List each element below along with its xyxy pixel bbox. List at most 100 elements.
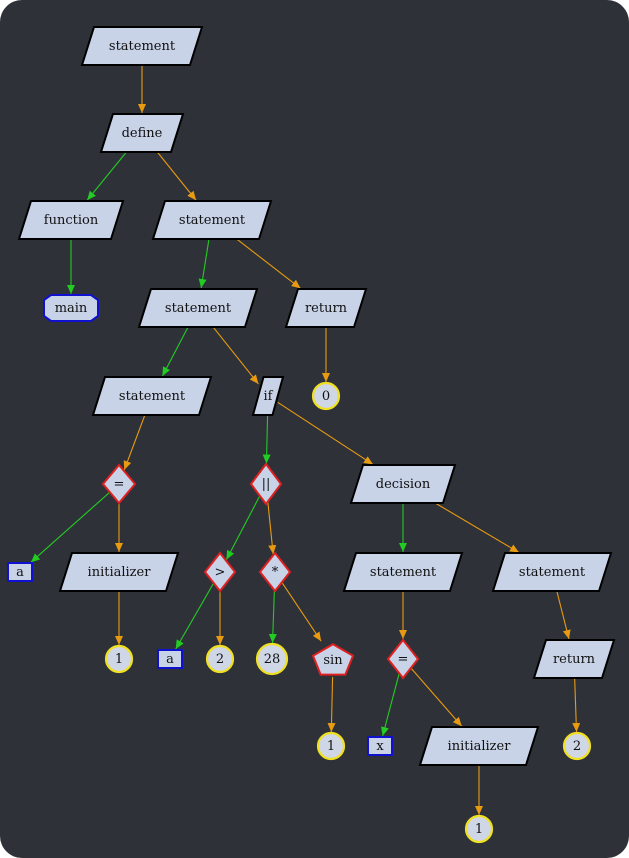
node-label-n6: return	[305, 301, 348, 316]
node-parallelogram-n6: return	[284, 288, 368, 328]
node-label-n20: a	[166, 652, 174, 667]
node-label-n8: if	[264, 389, 274, 404]
node-parallelogram-n7: statement	[91, 376, 213, 416]
edge-n16-n23	[281, 582, 322, 642]
node-shape-n25	[532, 639, 616, 679]
edge-n12-n18	[435, 503, 520, 553]
edge-n15-n20	[175, 583, 214, 650]
edge-n5-n8	[213, 327, 259, 385]
edge-n16-n22	[268, 591, 277, 644]
node-label-n2: function	[44, 213, 99, 228]
node-shape-n14	[58, 552, 180, 592]
edge-n5-n7	[161, 327, 189, 377]
node-label-n25: return	[553, 652, 596, 667]
node-label-n7: statement	[119, 389, 186, 404]
node-label-n23: sin	[323, 653, 343, 668]
node-circle-n26: 1	[316, 731, 346, 761]
node-shape-n2	[17, 200, 125, 240]
node-pentagon-n23: sin	[311, 643, 355, 676]
node-shape-n3	[151, 200, 273, 240]
node-label-n21: 2	[216, 652, 224, 667]
node-shape-n1	[99, 113, 185, 153]
node-label-n13: a	[16, 565, 24, 580]
nodes-layer: statement define function statement main stat…	[7, 26, 616, 844]
node-parallelogram-n3: statement	[151, 200, 273, 240]
node-shape-n4	[43, 294, 99, 322]
node-label-n12: decision	[376, 477, 431, 492]
edge-n3-n5	[198, 239, 210, 289]
node-shape-n8	[251, 376, 285, 416]
node-shape-n27	[367, 736, 393, 756]
edge-n1-n3	[157, 152, 197, 201]
node-diamond-n11: ||	[249, 462, 283, 506]
node-octagon-n4: main	[43, 294, 99, 322]
node-box-n27: x	[367, 736, 393, 756]
node-label-n22: 28	[264, 652, 281, 667]
node-parallelogram-n18: statement	[491, 552, 613, 592]
edge-n11-n16	[267, 502, 277, 555]
node-shape-n5	[137, 288, 259, 328]
edge-n8-n12	[277, 401, 374, 465]
node-circle-n30: 1	[464, 814, 494, 844]
node-label-n9: 0	[322, 389, 330, 404]
node-box-n20: a	[157, 649, 183, 669]
node-label-n0: statement	[109, 39, 176, 54]
node-label-n14: initializer	[88, 565, 152, 580]
edge-n8-n11	[262, 415, 271, 464]
node-parallelogram-n8: if	[251, 376, 285, 416]
node-shape-n6	[284, 288, 368, 328]
node-shape-n26	[316, 731, 346, 761]
node-label-n3: statement	[179, 213, 246, 228]
node-diamond-n10: =	[101, 463, 137, 505]
node-label-n30: 1	[475, 822, 483, 837]
node-diamond-n16: *	[258, 551, 292, 593]
node-parallelogram-n0: statement	[80, 26, 204, 66]
node-shape-n18	[491, 552, 613, 592]
node-label-n19: 1	[115, 652, 123, 667]
edge-n1-n2	[86, 152, 127, 201]
node-label-n18: statement	[519, 565, 586, 580]
node-parallelogram-n17: statement	[342, 552, 464, 592]
node-parallelogram-n1: define	[99, 113, 185, 153]
node-label-n29: 2	[573, 739, 581, 754]
node-shape-n30	[464, 814, 494, 844]
node-parallelogram-n14: initializer	[58, 552, 180, 592]
node-label-n16: *	[272, 565, 279, 580]
node-shape-n21	[205, 644, 235, 674]
node-shape-n10	[101, 463, 137, 505]
node-label-n24: =	[398, 652, 409, 667]
node-label-n11: ||	[262, 477, 271, 492]
node-shape-n0	[80, 26, 204, 66]
node-label-n17: statement	[370, 565, 437, 580]
node-circle-n9: 0	[311, 381, 341, 411]
node-circle-n29: 2	[562, 731, 592, 761]
node-shape-n13	[7, 562, 33, 582]
node-label-n28: initializer	[448, 739, 512, 754]
node-shape-n15	[203, 551, 237, 593]
node-parallelogram-n25: return	[532, 639, 616, 679]
node-parallelogram-n5: statement	[137, 288, 259, 328]
node-circle-n22: 28	[255, 642, 289, 676]
node-shape-n12	[349, 464, 457, 504]
node-label-n5: statement	[165, 301, 232, 316]
node-diamond-n15: >	[203, 551, 237, 593]
node-label-n4: main	[55, 301, 88, 316]
node-label-n15: >	[215, 565, 226, 580]
edge-n25-n29	[572, 678, 581, 733]
node-label-n1: define	[122, 126, 163, 141]
edge-n11-n15	[225, 496, 260, 560]
edge-n3-n6	[237, 239, 301, 289]
edge-n24-n28	[411, 668, 463, 727]
node-box-n13: a	[7, 562, 33, 582]
node-shape-n22	[255, 642, 289, 676]
node-parallelogram-n12: decision	[349, 464, 457, 504]
node-label-n27: x	[376, 739, 384, 754]
node-shape-n16	[258, 551, 292, 593]
edge-n10-n13	[30, 492, 110, 563]
node-shape-n23	[311, 643, 355, 676]
node-parallelogram-n2: function	[17, 200, 125, 240]
node-shape-n7	[91, 376, 213, 416]
node-shape-n17	[342, 552, 464, 592]
edge-n7-n10	[123, 415, 146, 471]
